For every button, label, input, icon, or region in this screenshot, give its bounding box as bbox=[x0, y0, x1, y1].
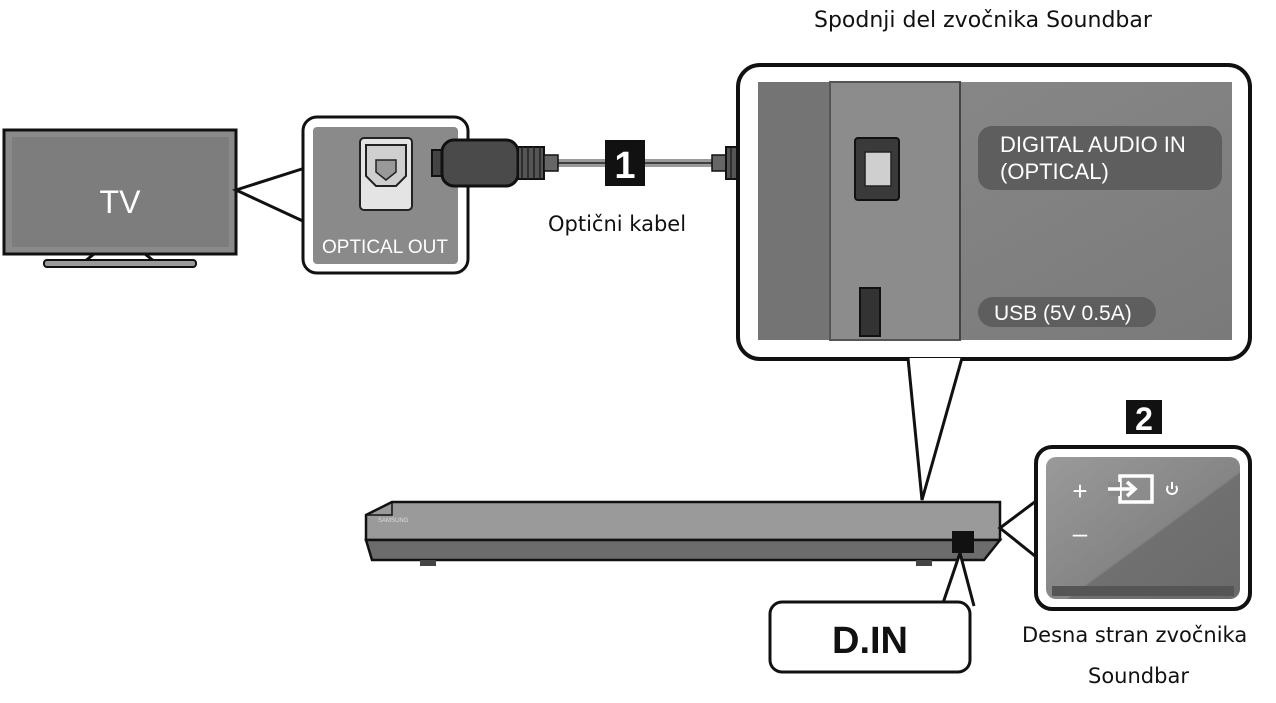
brand-logo: SAMSUNG bbox=[378, 518, 409, 524]
volume-minus-label: – bbox=[1073, 518, 1088, 548]
tv-label: TV bbox=[100, 184, 142, 220]
soundbar-body: SAMSUNG bbox=[364, 500, 1003, 566]
tv-icon: TV bbox=[2, 128, 238, 268]
source-input-icon bbox=[1108, 474, 1154, 504]
optical-out-panel: OPTICAL OUT bbox=[301, 115, 470, 275]
bottom-panel-pointer bbox=[906, 357, 964, 501]
step-1-number: 1 bbox=[614, 145, 635, 187]
optical-out-label: OPTICAL OUT bbox=[322, 237, 448, 258]
soundbar-right-side-panel: + – bbox=[1034, 445, 1252, 611]
optical-plug-icon bbox=[431, 138, 559, 188]
din-pointer bbox=[940, 547, 976, 607]
tv-callout-pointer bbox=[231, 165, 307, 225]
volume-plus-label: + bbox=[1072, 476, 1087, 506]
digital-audio-label-line1: DIGITAL AUDIO IN bbox=[1000, 132, 1186, 157]
right-side-title-line2: Soundbar bbox=[1088, 664, 1189, 688]
cable-label: Optični kabel bbox=[548, 212, 687, 236]
din-label: D.IN bbox=[832, 620, 908, 662]
optical-port-icon bbox=[359, 137, 413, 211]
step-2-number: 2 bbox=[1135, 401, 1153, 437]
right-side-title-line1: Desna stran zvočnika bbox=[1022, 623, 1248, 647]
step-2-badge bbox=[1126, 400, 1162, 434]
power-icon bbox=[1166, 482, 1178, 495]
din-callout: D.IN bbox=[768, 600, 972, 674]
bottom-panel-title: Spodnji del zvočnika Soundbar bbox=[814, 8, 1152, 33]
usb-label: USB (5V 0.5A) bbox=[994, 302, 1132, 325]
digital-audio-label-line2: (OPTICAL) bbox=[1000, 159, 1109, 184]
soundbar-bottom-panel: DIGITAL AUDIO IN (OPTICAL) USB (5V 0.5A) bbox=[736, 63, 1252, 361]
step-1-badge bbox=[605, 140, 645, 186]
din-port bbox=[952, 531, 974, 553]
